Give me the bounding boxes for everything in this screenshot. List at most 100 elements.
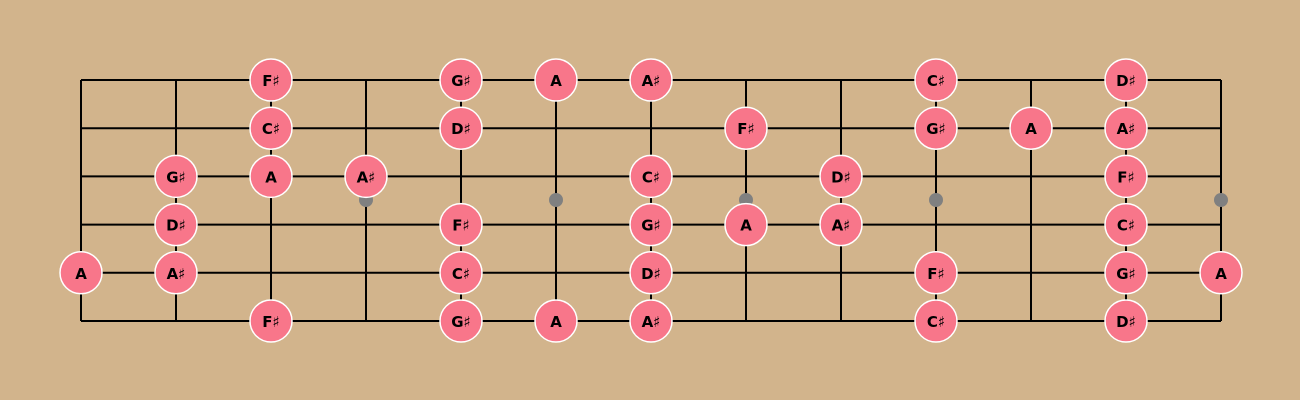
note-label: A — [75, 265, 87, 283]
note-marker: C♯ — [914, 299, 958, 343]
note-circle — [534, 58, 578, 102]
note-marker: A♯ — [629, 58, 673, 102]
note-marker: F♯ — [914, 251, 958, 295]
note-label: F♯ — [262, 72, 280, 90]
note-marker: C♯ — [249, 106, 293, 150]
note-marker: D♯ — [154, 202, 198, 247]
note-circle — [154, 202, 198, 247]
note-circle — [1104, 58, 1148, 102]
note-marker: A — [534, 299, 578, 343]
note-circle — [344, 154, 388, 199]
note-circle — [1104, 106, 1148, 150]
note-circle — [629, 154, 673, 199]
note-label: A♯ — [1117, 120, 1136, 138]
note-label: C♯ — [642, 168, 660, 186]
note-label: A — [550, 313, 562, 331]
note-marker: G♯ — [1104, 251, 1148, 295]
note-marker: A♯ — [344, 154, 388, 199]
note-label: D♯ — [451, 120, 471, 138]
note-markers: F♯ G♯ A A♯ C♯ D♯ C♯ D♯ F♯ G♯ A A♯ G♯ A A♯ C♯ D♯ F♯ D♯ F♯ G♯ A… — [59, 58, 1243, 343]
note-marker: A — [534, 58, 578, 102]
note-circle — [1009, 106, 1053, 150]
note-circle — [724, 202, 768, 247]
note-circle — [249, 106, 293, 150]
note-marker: D♯ — [1104, 58, 1148, 102]
inlay-dot-fret-12 — [1214, 193, 1228, 207]
note-label: G♯ — [166, 168, 186, 186]
note-label: A — [1025, 120, 1037, 138]
note-circle — [154, 154, 198, 199]
note-marker: F♯ — [724, 106, 768, 150]
note-circle — [629, 299, 673, 343]
note-circle — [534, 299, 578, 343]
note-label: A♯ — [642, 313, 661, 331]
note-label: A — [740, 217, 752, 235]
note-label: C♯ — [452, 265, 470, 283]
note-label: D♯ — [831, 168, 851, 186]
note-circle — [1104, 299, 1148, 343]
note-marker: D♯ — [1104, 299, 1148, 343]
note-circle — [59, 251, 103, 295]
note-label: A — [1215, 265, 1227, 283]
note-circle — [629, 58, 673, 102]
note-circle — [439, 299, 483, 343]
note-label: C♯ — [262, 120, 280, 138]
note-marker: F♯ — [249, 299, 293, 343]
note-circle — [629, 251, 673, 295]
note-marker: G♯ — [439, 58, 483, 102]
note-circle — [914, 299, 958, 343]
note-circle — [439, 202, 483, 247]
note-label: C♯ — [1117, 217, 1135, 235]
note-marker: A — [1199, 251, 1243, 295]
note-circle — [819, 154, 863, 199]
note-circle — [914, 58, 958, 102]
note-marker: F♯ — [1104, 154, 1148, 199]
note-label: D♯ — [1116, 313, 1136, 331]
note-marker: D♯ — [439, 106, 483, 150]
note-circle — [914, 251, 958, 295]
note-marker: A — [1009, 106, 1053, 150]
note-circle — [914, 106, 958, 150]
note-label: A — [550, 72, 562, 90]
note-marker: A♯ — [154, 251, 198, 295]
note-marker: A♯ — [819, 202, 863, 247]
note-marker: D♯ — [629, 251, 673, 295]
note-circle — [249, 299, 293, 343]
note-label: A — [265, 168, 277, 186]
note-circle — [1104, 154, 1148, 199]
note-circle — [724, 106, 768, 150]
note-marker: F♯ — [439, 202, 483, 247]
note-label: G♯ — [1116, 265, 1136, 283]
note-marker: G♯ — [629, 202, 673, 247]
note-marker: A♯ — [629, 299, 673, 343]
note-circle — [249, 58, 293, 102]
note-circle — [629, 202, 673, 247]
note-label: C♯ — [927, 313, 945, 331]
note-label: A♯ — [167, 265, 186, 283]
note-marker: G♯ — [439, 299, 483, 343]
note-marker: G♯ — [154, 154, 198, 199]
note-marker: C♯ — [914, 58, 958, 102]
note-label: F♯ — [452, 217, 470, 235]
note-circle — [819, 202, 863, 247]
note-label: D♯ — [1116, 72, 1136, 90]
inlay-dot-fret-5 — [549, 193, 563, 207]
note-marker: C♯ — [439, 251, 483, 295]
note-circle — [439, 58, 483, 102]
inlay-dot-fret-9 — [929, 193, 943, 207]
note-label: G♯ — [926, 120, 946, 138]
note-circle — [439, 106, 483, 150]
note-marker: A♯ — [1104, 106, 1148, 150]
note-circle — [439, 251, 483, 295]
note-label: A♯ — [357, 168, 376, 186]
note-label: D♯ — [166, 217, 186, 235]
note-label: G♯ — [451, 313, 471, 331]
note-marker: A — [249, 154, 293, 199]
note-circle — [1104, 202, 1148, 247]
note-circle — [249, 154, 293, 199]
note-marker: D♯ — [819, 154, 863, 199]
note-label: G♯ — [451, 72, 471, 90]
note-label: A♯ — [642, 72, 661, 90]
note-label: A♯ — [832, 217, 851, 235]
